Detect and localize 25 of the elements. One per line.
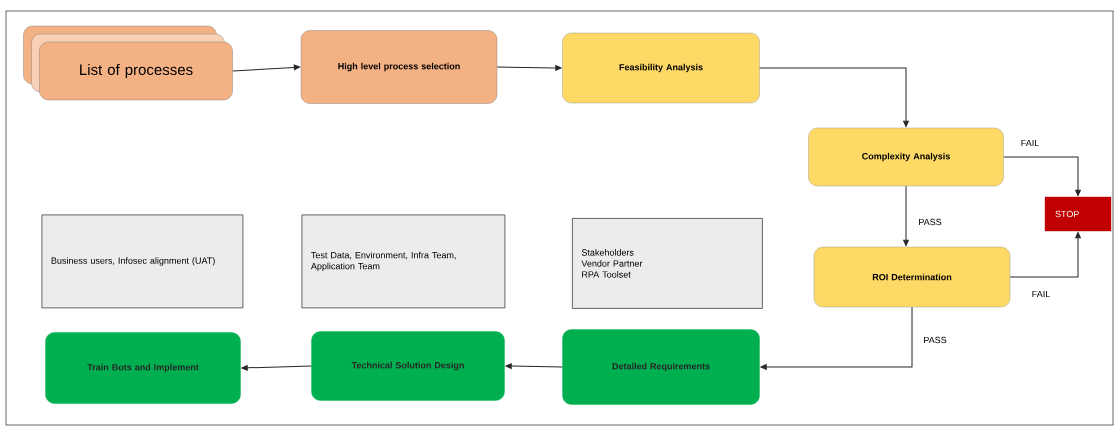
process-box: Feasibility Analysis: [562, 32, 760, 104]
note-box: Test Data, Environment, Infra Team, Application Team: [301, 214, 506, 309]
edge-label: PASS: [922, 335, 948, 345]
arrow: [1009, 232, 1081, 278]
arrow: [760, 306, 913, 370]
process-box: Technical Solution Design: [311, 331, 505, 401]
edge-label: FAIL: [1030, 289, 1052, 299]
arrow: [903, 185, 909, 247]
stop-box: STOP: [1044, 196, 1112, 232]
process-box: Detailed Requirements: [562, 329, 760, 405]
process-box: Complexity Analysis: [808, 127, 1004, 187]
arrow: [232, 64, 301, 72]
arrow: [241, 364, 312, 371]
process-box: Train Bots and Implement: [45, 332, 241, 404]
arrow: [505, 363, 563, 369]
note-box: Stakeholders Vendor Partner RPA Toolset: [572, 218, 763, 309]
arrow: [496, 65, 562, 71]
arrow: [1003, 156, 1081, 197]
edge-label: PASS: [917, 217, 943, 227]
process-box: High level process selection: [300, 30, 498, 104]
process-box: ROI Determination: [813, 246, 1011, 308]
stacked-process-box: List of processes: [23, 25, 233, 101]
note-box: Business users, Infosec alignment (UAT): [41, 214, 244, 309]
arrow: [759, 67, 909, 128]
edge-label: FAIL: [1019, 138, 1041, 148]
